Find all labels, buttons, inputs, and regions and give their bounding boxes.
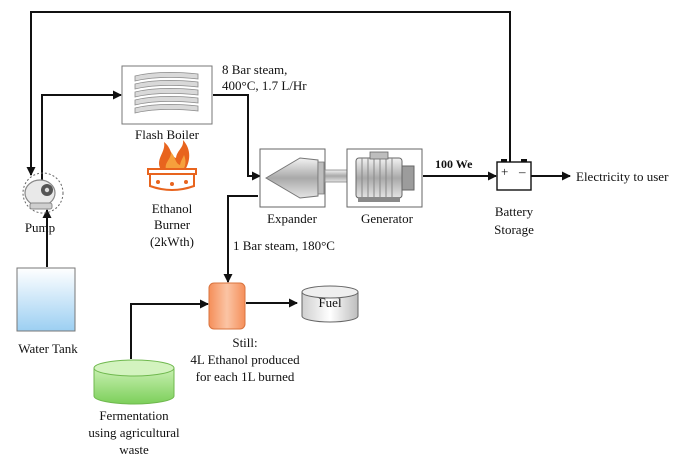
fuel-label: Fuel [318, 295, 342, 310]
generator-label: Generator [361, 211, 414, 226]
burner-label-line3: (2kWth) [150, 234, 194, 249]
flash-boiler-icon [121, 65, 213, 125]
battery-label-line2: Storage [494, 222, 534, 237]
battery-icon [496, 159, 532, 191]
steam-high-label-line1: 8 Bar steam, [222, 62, 287, 77]
flame-burner-icon [147, 140, 197, 191]
steam-high-label-line2: 400°C, 1.7 L/Hr [222, 78, 307, 93]
boiler-to-expander-line [213, 94, 261, 181]
battery-to-pump-feedback-line [26, 11, 511, 176]
battery-label-line1: Battery [495, 204, 534, 219]
generator-motor-icon [346, 148, 423, 208]
pump-to-boiler-line [41, 90, 122, 182]
shaft [324, 169, 348, 183]
power-output-label: 100 We [435, 157, 473, 171]
electricity-to-user-label: Electricity to user [576, 169, 669, 184]
fermentation-label-line2: using agricultural [88, 425, 180, 440]
still-label-line1: Still: [232, 335, 257, 350]
fuel-drum-icon [301, 285, 359, 323]
fermentation-label-line3: waste [119, 442, 149, 457]
still-label-line3: for each 1L burned [196, 369, 295, 384]
battery-minus-label: – [518, 164, 526, 179]
burner-label-line2: Burner [154, 217, 191, 232]
still-label-line2: 4L Ethanol produced [190, 352, 300, 367]
water-tank-icon [16, 267, 76, 332]
expander-to-still-line [223, 195, 258, 283]
still-vessel-icon [208, 282, 246, 330]
fermentation-vat-icon [93, 359, 175, 405]
battery-plus-label: + [501, 164, 508, 179]
flash-boiler-label: Flash Boiler [135, 127, 200, 142]
fermentation-label-line1: Fermentation [99, 408, 169, 423]
fermentation-to-still-line [130, 299, 209, 359]
burner-label-line1: Ethanol [152, 201, 193, 216]
expander-label: Expander [267, 211, 317, 226]
steam-low-label: 1 Bar steam, 180°C [233, 238, 335, 253]
expander-turbine-icon [259, 148, 326, 208]
pump-label: Pump [25, 220, 55, 235]
pump-icon [22, 172, 64, 214]
water-tank-label: Water Tank [18, 341, 78, 356]
